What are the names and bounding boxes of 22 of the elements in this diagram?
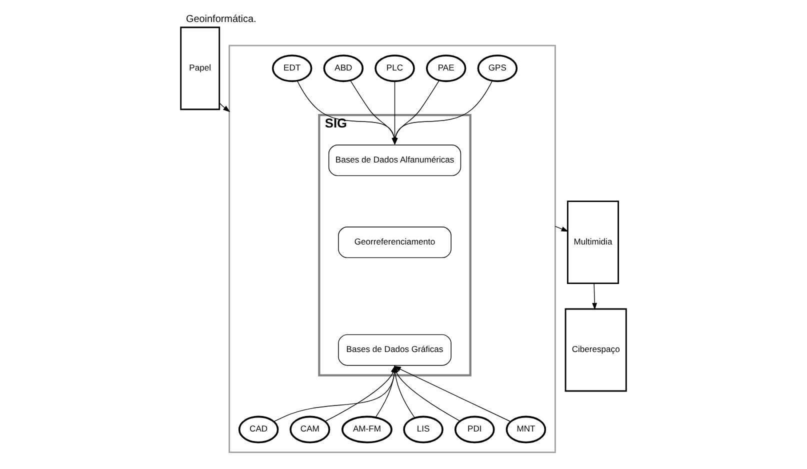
node-ellipse: CAM [290,416,330,444]
node-ellipse: PLC [374,54,415,82]
node-box: Multimidia [566,200,620,284]
arrow [592,283,598,310]
node-ellipse: PAE [426,54,466,82]
node-ellipse: CAD [238,416,279,444]
node-box: Bases de Dados Gráficas [338,334,452,366]
node-ellipse: AM-FM [342,416,392,444]
node-ellipse: MNT [506,416,546,444]
node-ellipse: ABD [323,54,364,82]
node-ellipse: GPS [477,54,518,82]
diagram-title: Geoinformática. [186,14,256,25]
node-box: Georreferenciamento [338,226,452,258]
node-box: Ciberespaço [564,308,627,392]
arrow [219,102,230,112]
node-box: Papel [180,26,220,110]
node-ellipse: LIS [403,416,444,444]
node-ellipse: PDI [454,416,495,444]
cluster [228,44,556,454]
node-ellipse: EDT [272,54,312,82]
node-box: Bases de Dados Alfanuméricas [328,144,462,176]
arrow [554,226,568,232]
